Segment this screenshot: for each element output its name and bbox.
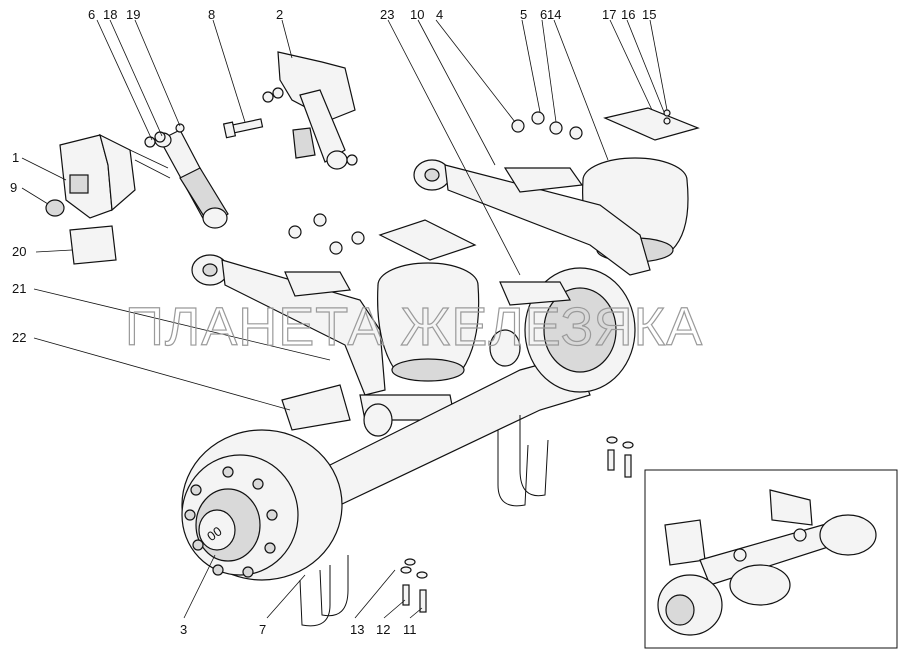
callout-2: 2: [276, 7, 283, 22]
callout-12: 12: [376, 622, 390, 637]
callout-16: 16: [621, 7, 635, 22]
callout-9: 9: [10, 180, 17, 195]
u-bolts-7: [299, 415, 549, 627]
callout-13: 13: [350, 622, 364, 637]
callout-3: 3: [180, 622, 187, 637]
air-spring-front: [377, 219, 480, 382]
shock-absorber-left: [144, 123, 229, 229]
callout-18: 18: [103, 7, 117, 22]
plate-20: [69, 225, 117, 265]
callout-17: 17: [602, 7, 616, 22]
callout-5: 5: [520, 7, 527, 22]
callout-8: 8: [208, 7, 215, 22]
callout-19: 19: [126, 7, 140, 22]
callout-7: 7: [259, 622, 266, 637]
callout-15: 15: [642, 7, 656, 22]
trailing-arm-10: [413, 111, 651, 276]
callout-1: 1: [12, 150, 19, 165]
callout-6: 6: [88, 7, 95, 22]
wheel-hub-3: [181, 429, 343, 581]
callout-4: 4: [436, 7, 443, 22]
watermark: ПЛАНЕТА ЖЕЛЕЗЯКА: [125, 297, 703, 357]
callout-labels: 6 18 19 8 2 23 10 4 5 6 14 17 16 15 1 9 …: [10, 7, 656, 637]
inset-assembled-view: [644, 469, 898, 649]
callout-20: 20: [12, 244, 26, 259]
callout-23: 23: [380, 7, 394, 22]
callout-14: 14: [547, 7, 561, 22]
bracket-1: [45, 133, 171, 219]
axle-beam: [281, 267, 636, 506]
callout-22: 22: [12, 330, 26, 345]
hub-marking: 00: [204, 523, 224, 544]
callout-6: 6: [540, 7, 547, 22]
bracket-2-shock-absorber: [262, 51, 358, 170]
bolts-11-12-13: [400, 436, 634, 613]
leader-lines: [21, 19, 668, 619]
callout-21: 21: [12, 281, 26, 296]
callout-11: 11: [403, 622, 417, 637]
callout-10: 10: [410, 7, 424, 22]
bolt-8: [222, 118, 264, 139]
